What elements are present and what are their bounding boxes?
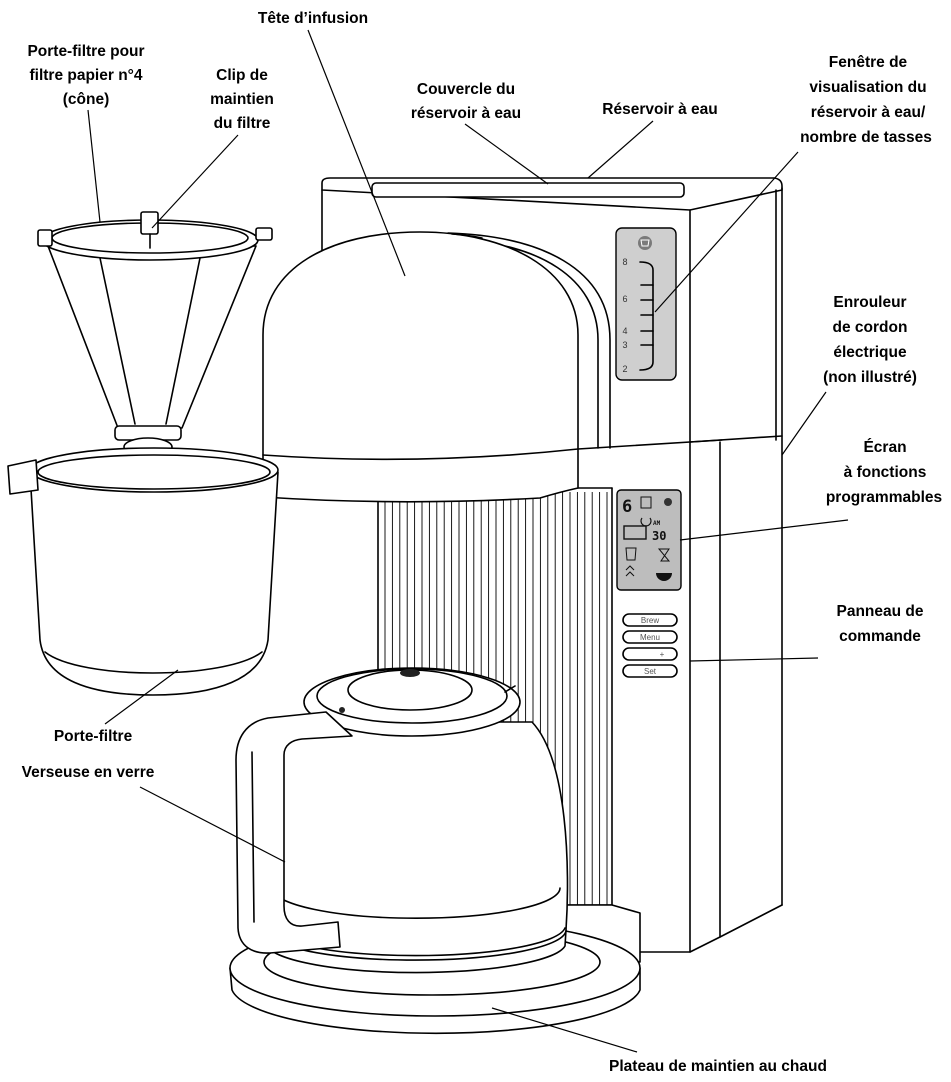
leader-clip-filtre (151, 134, 239, 229)
label-clip-filtre: maintien (210, 91, 274, 108)
label-ecran: Écran (863, 439, 906, 456)
leader-porte-filtre-papier (87, 109, 101, 223)
label-fenetre-visualisation: réservoir à eau/ (811, 104, 926, 121)
label-clip-filtre: Clip de (216, 67, 268, 84)
leader-porte-filtre (104, 669, 179, 725)
filter-holder-body (29, 471, 279, 696)
water-level-window: 8 6 4 3 2 (615, 227, 677, 381)
display-minutes: 30 (652, 529, 666, 543)
label-enrouleur-cordon: électrique (833, 344, 907, 361)
menu-button-label: Menu (640, 633, 660, 642)
display-cups-digit: 6 (622, 497, 632, 517)
cup-icon (638, 236, 652, 250)
label-enrouleur-cordon: de cordon (833, 319, 908, 336)
brew-head-band-line (262, 439, 723, 461)
plus-button (622, 647, 678, 661)
arch-outer (447, 232, 611, 449)
brew-button (622, 613, 678, 627)
label-couvercle-reservoir: réservoir à eau (411, 105, 521, 122)
brew-button-label: Brew (641, 616, 659, 625)
label-ecran: programmables (826, 489, 942, 506)
label-enrouleur-cordon: Enrouleur (833, 294, 906, 311)
cone-filter-basket (37, 211, 273, 457)
display-mug-icon (656, 573, 672, 581)
label-plateau: Plateau de maintien au chaud (609, 1058, 827, 1075)
programmable-display: 6 AM 30 (616, 489, 682, 591)
label-verseuse: Verseuse en verre (22, 764, 155, 781)
coffee-maker-body (321, 177, 783, 953)
part-labels: Tête d’infusion Porte-filtre pour filtre… (22, 10, 943, 1075)
set-button (622, 664, 678, 678)
cup-mark-8: 8 (622, 257, 627, 267)
label-porte-filtre-papier: (cône) (63, 91, 110, 108)
leader-plateau (491, 1007, 638, 1053)
filter-clip (140, 211, 159, 235)
cup-mark-6: 6 (622, 294, 627, 304)
carafe-spout (504, 685, 516, 693)
carafe-lid-latch (339, 707, 345, 713)
cone-filter-rib (99, 257, 201, 425)
cup-mark-2: 2 (622, 364, 627, 374)
label-panneau-commande: Panneau de (837, 603, 924, 620)
carafe-handle (235, 711, 353, 954)
cone-filter-body (47, 245, 257, 429)
label-panneau-commande: commande (839, 628, 921, 645)
plus-button-label: + (660, 650, 665, 659)
carafe-water-line (271, 887, 561, 920)
filter-holder-inner-rim (37, 454, 271, 490)
brew-head-dome (262, 231, 579, 503)
display-beans-icon (625, 565, 635, 577)
label-porte-filtre-papier: filtre papier n°4 (29, 67, 142, 84)
leader-reservoir (587, 120, 654, 179)
leader-ecran (679, 519, 849, 541)
label-enrouleur-cordon: (non illustré) (823, 369, 917, 386)
carafe-lid-inner-rim (316, 668, 508, 724)
label-couvercle-reservoir: Couvercle du (417, 81, 515, 98)
label-porte-filtre: Porte-filtre (54, 728, 133, 745)
glass-carafe (235, 667, 569, 974)
label-clip-filtre: du filtre (214, 115, 271, 132)
cone-filter-right-tab (255, 227, 273, 241)
leader-panneau-commande (689, 657, 819, 662)
filter-holder-handle-tab (7, 459, 39, 495)
column-bottom-edge (611, 904, 783, 953)
water-reservoir-lid (371, 182, 685, 198)
filter-holder-bottom-line (44, 651, 263, 674)
cup-scale-bracket (639, 261, 654, 371)
leader-lines (87, 29, 849, 1053)
set-button-label: Set (644, 667, 657, 676)
label-ecran: à fonctions (844, 464, 927, 481)
brew-head-top-accent (451, 233, 483, 239)
cup-icon-glyph (640, 239, 650, 247)
display-hour-digits (623, 525, 647, 540)
label-porte-filtre-papier: Porte-filtre pour (27, 43, 144, 60)
carafe-handle-inner-line (251, 751, 255, 923)
label-reservoir: Réservoir à eau (602, 101, 717, 118)
leader-tete-infusion (307, 29, 406, 277)
brew-head (262, 231, 723, 503)
control-panel: Brew Menu + Set (622, 613, 678, 678)
label-fenetre-visualisation: Fenêtre de (829, 54, 908, 71)
display-meridiem: AM (653, 520, 661, 527)
menu-button (622, 630, 678, 644)
cone-filter-left-tab (37, 229, 53, 247)
leader-fenetre-visualisation (654, 151, 799, 313)
label-fenetre-visualisation: visualisation du (809, 79, 926, 96)
label-fenetre-visualisation: nombre de tasses (800, 129, 932, 146)
label-tete-infusion: Tête d’infusion (258, 10, 368, 27)
display-strength-icon (664, 498, 672, 506)
cup-mark-3: 3 (622, 340, 627, 350)
leader-verseuse (139, 786, 286, 863)
filter-holder (7, 447, 279, 696)
display-filter-icon (640, 496, 652, 509)
cup-mark-4: 4 (622, 326, 627, 336)
leader-couvercle-reservoir (464, 123, 549, 185)
display-hourglass-icon (657, 548, 671, 562)
display-cup-icon (625, 547, 637, 561)
water-window-frame (615, 227, 677, 381)
carafe-body (262, 721, 569, 961)
leader-enrouleur-cordon (781, 391, 827, 456)
carafe-lid-knob (400, 669, 420, 677)
